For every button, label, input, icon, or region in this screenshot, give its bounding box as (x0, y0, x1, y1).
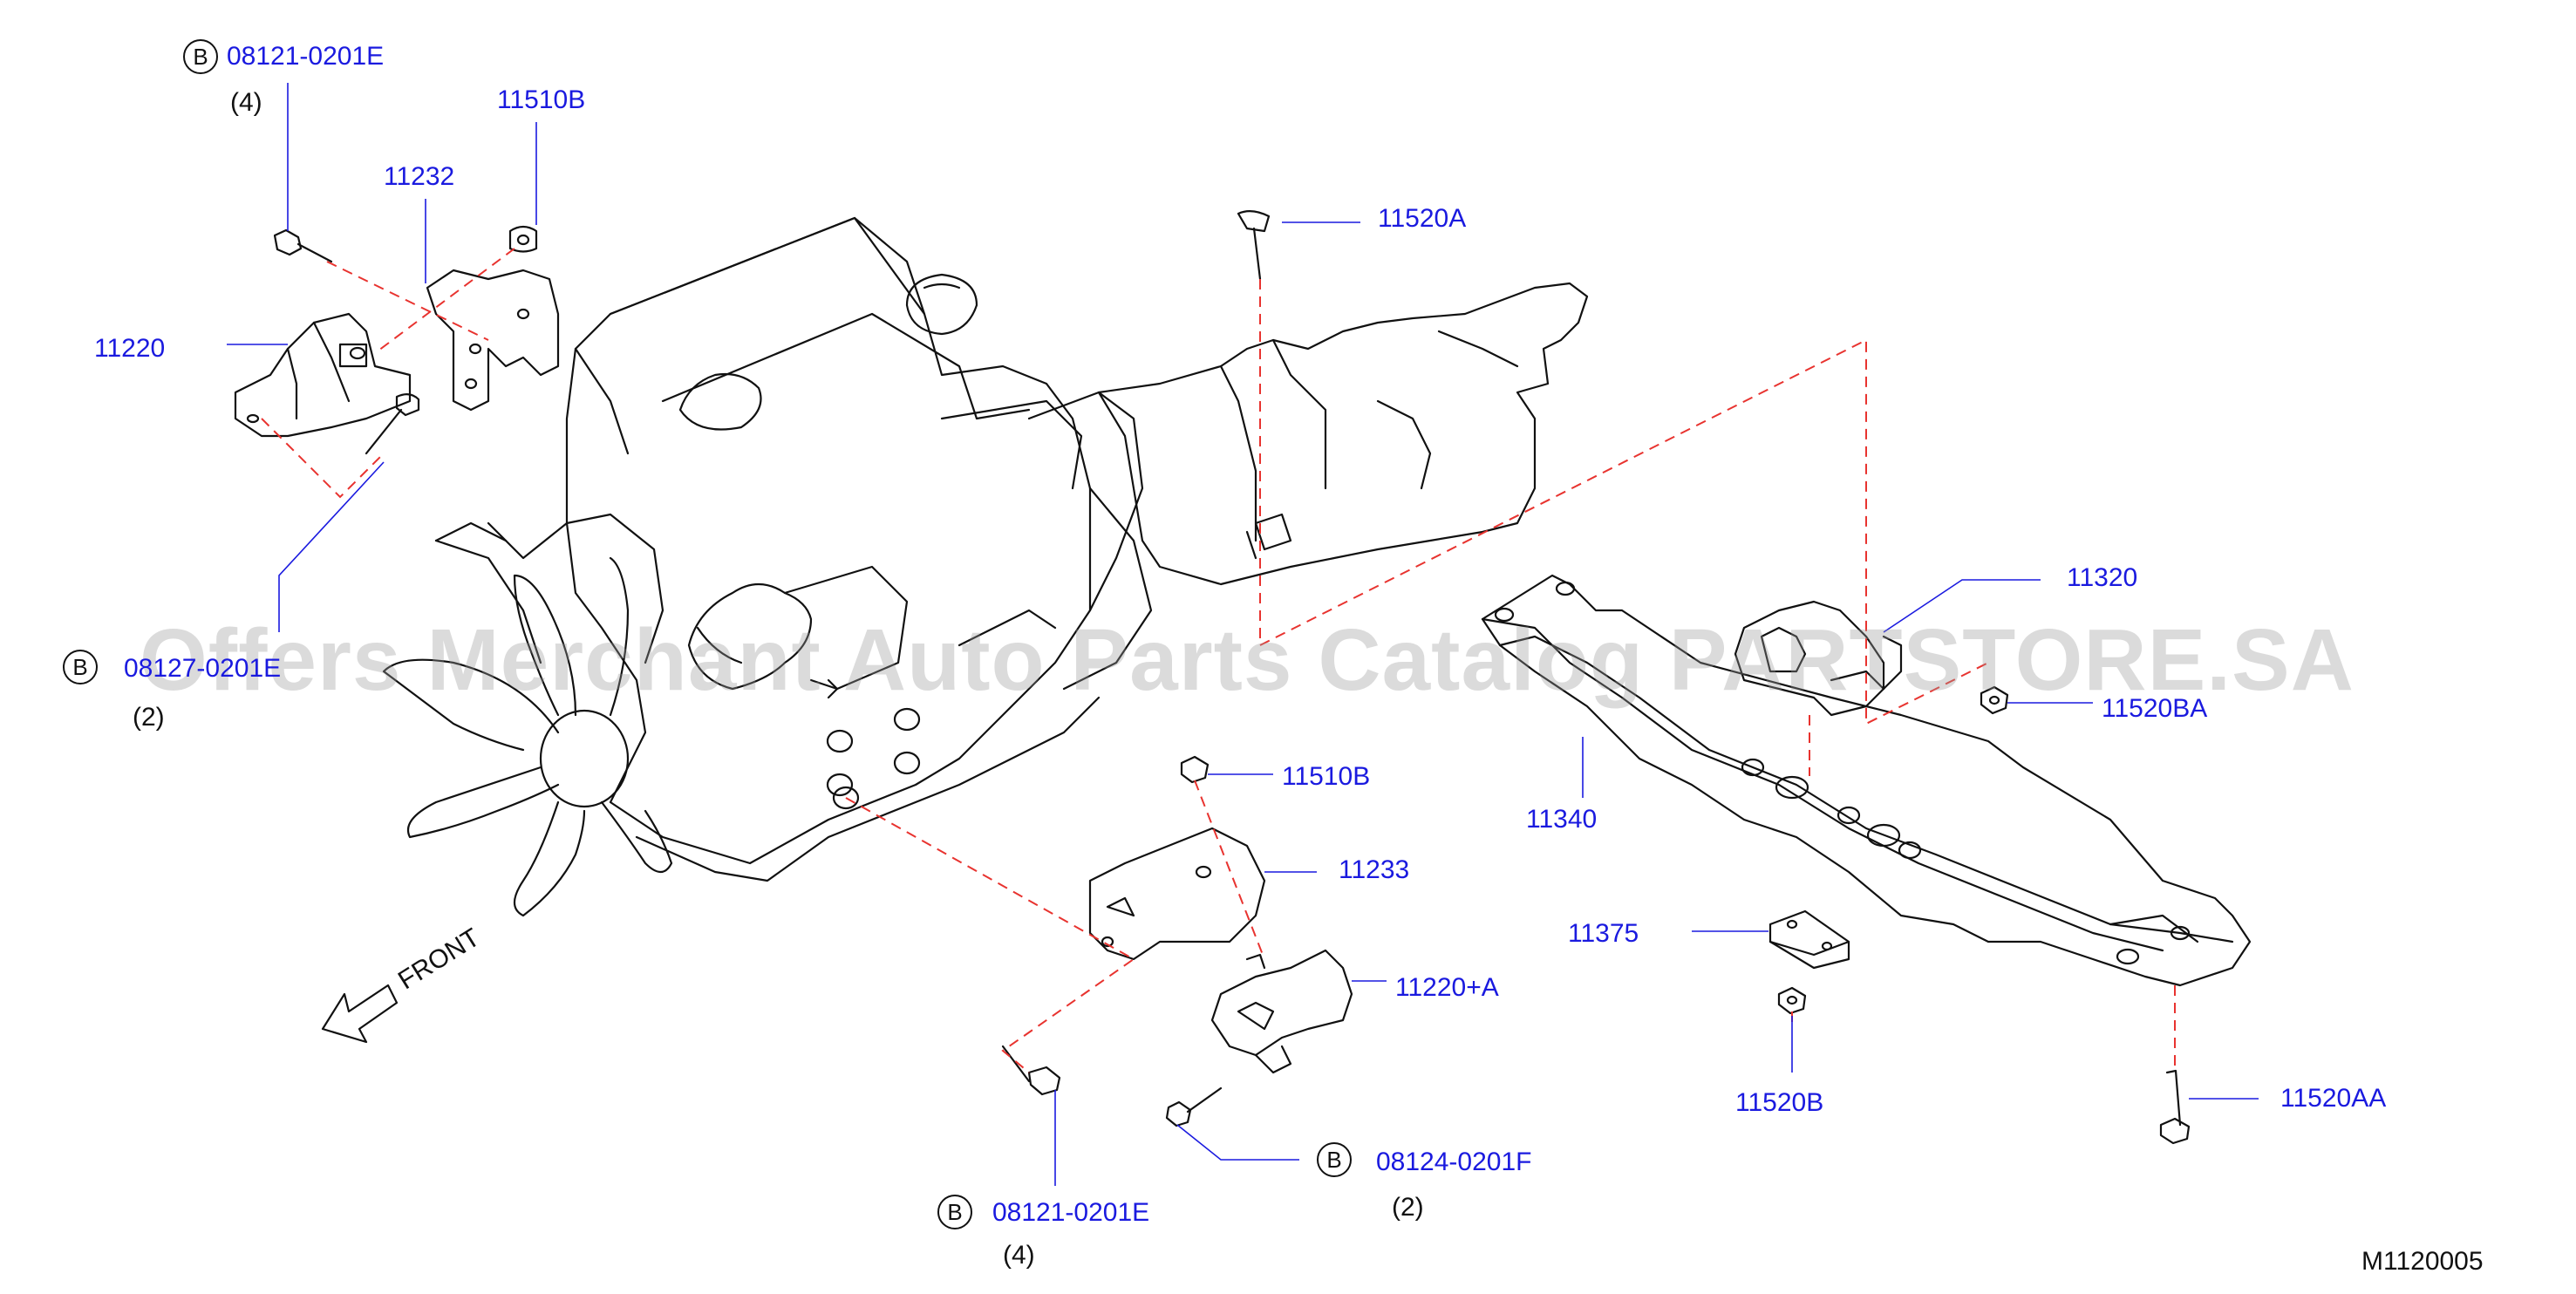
crossmember-11340 (1481, 574, 2252, 987)
right-insulator-11220-a (1210, 949, 1353, 1074)
circle-b-badge: B (937, 1195, 972, 1229)
bracket-11233 (1088, 827, 1266, 961)
part-label[interactable]: 11233 (1339, 855, 1410, 884)
cooling-fan (382, 513, 673, 917)
leader-lines (227, 83, 2259, 1186)
part-label[interactable]: 11520BA (2102, 694, 2208, 723)
transmission-assembly (1097, 282, 1589, 586)
quantity-label: (4) (230, 88, 262, 117)
bracket-11232 (426, 269, 560, 412)
rear-insulator-11320 (1734, 600, 1903, 717)
part-label[interactable]: 11520B (1735, 1088, 1824, 1117)
quantity-label: (2) (1392, 1193, 1424, 1222)
part-label[interactable]: 08127-0201E (124, 654, 282, 683)
left-insulator-11220 (234, 312, 412, 438)
part-label[interactable]: 11520A (1378, 204, 1467, 233)
part-label[interactable]: 08124-0201F (1376, 1148, 1532, 1176)
fasteners (273, 210, 2191, 1145)
part-label[interactable]: 11320 (2067, 563, 2138, 592)
part-label[interactable]: 11510B (1282, 762, 1371, 791)
engine-assembly (565, 216, 1153, 882)
part-label[interactable]: 11220 (94, 334, 166, 363)
quantity-label: (2) (133, 703, 165, 732)
circle-b-badge: B (1317, 1142, 1352, 1177)
part-label[interactable]: 11232 (384, 162, 455, 191)
watermark: Offers Merchant Auto Parts Catalog PARTS… (140, 611, 2355, 709)
circle-b-badge: B (183, 39, 218, 74)
part-label[interactable]: 08121-0201E (227, 42, 385, 71)
part-label[interactable]: 11220+A (1395, 973, 1499, 1002)
part-label[interactable]: 08121-0201E (992, 1198, 1150, 1227)
part-label[interactable]: 11375 (1568, 919, 1639, 948)
quantity-label: (4) (1003, 1241, 1035, 1270)
circle-b-badge: B (63, 650, 98, 684)
figure-code: M1120005 (2361, 1247, 2484, 1276)
front-arrow-icon (321, 984, 399, 1044)
dashed-guides (261, 248, 2176, 1073)
part-label[interactable]: 11340 (1526, 805, 1598, 834)
part-label[interactable]: 11520AA (2280, 1084, 2387, 1113)
part-label[interactable]: 11510B (497, 85, 586, 114)
plate-11375 (1768, 909, 1850, 970)
